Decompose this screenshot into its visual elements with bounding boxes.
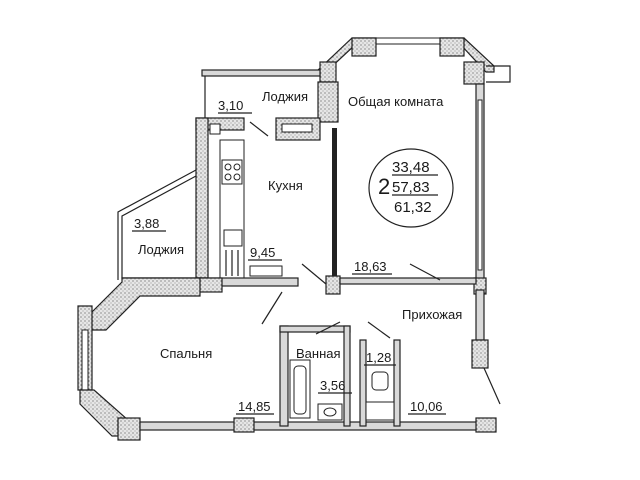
total-area-with-loggia: 61,32 xyxy=(394,199,432,216)
bathroom-area: 3,56 xyxy=(320,378,345,393)
loggia-top-area: 3,10 xyxy=(218,98,243,113)
hall-name: Прихожая xyxy=(402,307,462,322)
living-area-total: 33,48 xyxy=(392,159,430,176)
toilet-area: 1,28 xyxy=(366,350,391,365)
kitchen-name: Кухня xyxy=(268,178,303,193)
bedroom-area: 14,85 xyxy=(238,399,271,414)
living-room-walls xyxy=(316,37,511,295)
bathroom-name: Ванная xyxy=(296,346,341,361)
area-summary: 2 33,48 57,83 61,32 xyxy=(368,148,454,228)
loggia-top-name: Лоджия xyxy=(262,89,308,104)
entrance-walls xyxy=(471,289,501,405)
rooms-count: 2 xyxy=(378,174,390,199)
living-room-area: 18,63 xyxy=(354,259,387,274)
bathroom-walls xyxy=(279,321,401,427)
hall-area: 10,06 xyxy=(410,399,443,414)
bedroom-walls xyxy=(77,277,497,441)
loggia-left-area: 3,88 xyxy=(134,216,159,231)
kitchen-walls xyxy=(195,117,477,325)
top-loggia xyxy=(201,69,321,141)
living-room-name: Общая комната xyxy=(348,94,444,109)
total-area: 57,83 xyxy=(392,179,430,196)
loggia-left-name: Лоджия xyxy=(138,242,184,257)
kitchen-area: 9,45 xyxy=(250,245,275,260)
bedroom-name: Спальня xyxy=(160,346,212,361)
